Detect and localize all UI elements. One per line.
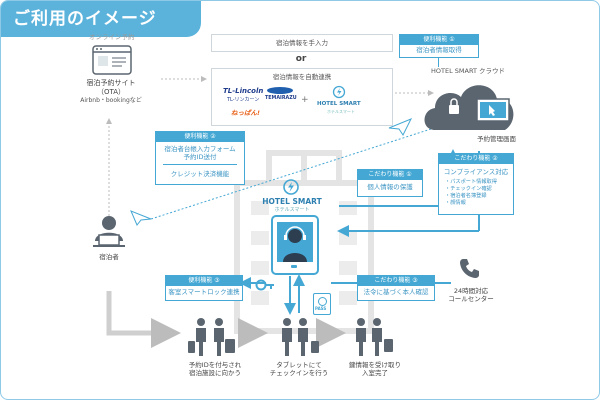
- page-title-tab: ご利用のイメージ: [1, 1, 201, 37]
- kodawari2-title: コンプライアンス対応: [443, 168, 509, 176]
- feature3-text: 客室スマートロック連携: [168, 288, 240, 296]
- hotelsmart-center-sub: ホテルスマート: [274, 207, 310, 213]
- kodawari1-tag: こだわり機能 ①: [357, 169, 423, 180]
- hotelsmart-center-icon: [283, 179, 299, 195]
- auto-link-box: [211, 68, 393, 126]
- manual-input-label: 宿泊情報を手入力: [276, 39, 328, 47]
- paper-plane-shape-top: [388, 118, 413, 136]
- ota-examples: Airbnb・bookingなど: [80, 96, 142, 104]
- tl-lincoln-sub: TL-リンカーン: [227, 97, 260, 103]
- kodawari2-item-2: ・チェックイン確認: [445, 186, 492, 192]
- kodawari2-item-4: ・顔情報: [445, 200, 466, 206]
- ota-title: 宿泊予約サイト: [86, 79, 136, 87]
- feature3-tag: 便利機能 ③: [165, 275, 243, 286]
- ota-text: 宿泊予約サイト （OTA） Airbnb・bookingなど: [71, 79, 151, 104]
- guest-icon-shape: [93, 216, 125, 247]
- tablet-screen: [277, 222, 313, 262]
- paper-plane-icon-left: [130, 210, 152, 226]
- auto-link-label: 宿泊情報を自動連携: [272, 73, 332, 81]
- feature2-divider: [163, 164, 237, 165]
- tl-lincoln-logo: TL-Lincoln: [223, 87, 264, 95]
- step3-label: 鍵情報を受け取り 入室完了: [349, 361, 401, 378]
- step2-label: タブレットにて チェックインを行う: [269, 361, 329, 378]
- guest-label: 宿泊者: [99, 253, 119, 261]
- passport-icon: PASS: [313, 293, 331, 315]
- cloud-icon: [423, 75, 519, 135]
- passport-label: PASS: [315, 306, 327, 311]
- guest-icon: [89, 213, 129, 249]
- room-entry-shape: [356, 318, 393, 356]
- key-icon-shape: [255, 279, 274, 291]
- cloud-label: HOTEL SMART クラウド: [431, 67, 506, 75]
- phone-icon: [459, 257, 481, 279]
- kodawari2-item-1: ・パスポート情報取得: [445, 179, 497, 185]
- online-reservation-label: オンライン予約: [89, 33, 135, 41]
- manual-input-box: [211, 34, 393, 52]
- admin-screen-label: 予約管理画面: [477, 135, 516, 143]
- kodawari2-item-3: ・宿泊者名簿登録: [445, 193, 487, 199]
- tablet-device: [271, 215, 319, 275]
- feature1-text: 宿泊者情報取得: [416, 46, 462, 54]
- feature2-line2: 予約ID送付: [183, 153, 217, 161]
- cloud-icon-shape: [424, 85, 514, 130]
- hotelsmart-center-name: HOTEL SMART: [262, 197, 322, 206]
- checkin-people-shape: [282, 318, 319, 356]
- browser-icon-shape: [92, 45, 132, 75]
- hotelsmart-logo-sub: ホテルスマート: [327, 109, 355, 114]
- feature2-tag: 便利機能 ②: [155, 131, 245, 142]
- ota-sub: （OTA）: [96, 87, 126, 96]
- key-icon: [255, 277, 275, 293]
- browser-icon: [92, 45, 132, 75]
- feature1-tag: 便利機能 ①: [399, 34, 479, 45]
- travelers-icon-shape: [188, 318, 235, 356]
- hotelsmart-center-shape: [283, 179, 299, 195]
- hotelsmart-logo-text: HOTEL SMART: [317, 101, 361, 107]
- kodawari3-tag: こだわり機能 ③: [357, 275, 435, 286]
- temairazu-logo: TEMAIRAZU: [265, 96, 297, 101]
- room-entry-icon: [351, 317, 397, 357]
- callcenter-label: 24時間対応 コールセンター: [448, 287, 494, 304]
- paper-plane-shape-left: [130, 210, 152, 226]
- operator-icon: [283, 226, 307, 262]
- step1-label: 予約IDを付与され 宿泊施設に向かう: [188, 361, 242, 378]
- kodawari1-text: 個人情報の保護: [367, 183, 413, 191]
- plus-sign: +: [301, 95, 309, 105]
- checkin-people-icon: [273, 317, 323, 357]
- feature2-line1: 宿泊者台帳入力フォーム: [164, 145, 236, 153]
- neppan-logo: ねっぱん!: [231, 109, 260, 117]
- kodawari2-tag: こだわり機能 ②: [438, 153, 514, 164]
- or-label: or: [295, 54, 307, 64]
- travelers-icon: [187, 317, 239, 357]
- hotelsmart-logo-shape: [332, 85, 346, 99]
- feature2-extra: クレジット決済機能: [170, 170, 230, 178]
- tablet-home-button: [291, 265, 297, 268]
- feature1-connector: [438, 57, 439, 67]
- kodawari3-text: 法令に基づく本人確認: [363, 288, 429, 296]
- paper-plane-icon-top: [388, 118, 413, 136]
- hotelsmart-logo-icon: [332, 85, 346, 99]
- passport-globe: [318, 297, 327, 306]
- temairazu-logo-mark: [267, 87, 293, 94]
- phone-icon-shape: [460, 259, 479, 278]
